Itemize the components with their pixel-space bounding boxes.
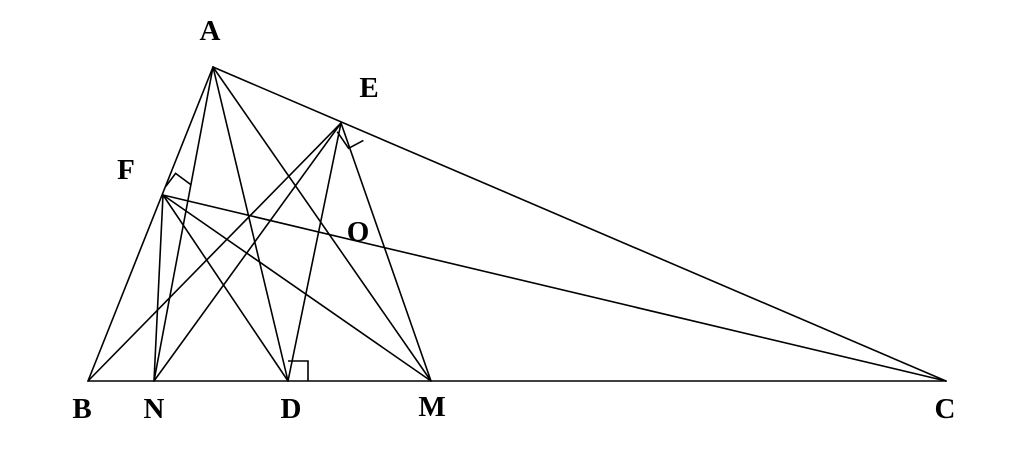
point-label-m: M — [418, 391, 445, 423]
segment-am — [212, 66, 432, 382]
right-angle-mark-e — [336, 131, 364, 150]
segment-fm — [162, 194, 432, 382]
segment-em — [340, 122, 432, 382]
point-label-c: C — [935, 393, 956, 425]
point-label-e: E — [359, 72, 378, 104]
point-labels-group: A B C D E F M N O — [72, 15, 955, 425]
right-angle-mark-f — [164, 172, 192, 188]
segments-group — [87, 66, 947, 382]
point-label-d: D — [281, 393, 302, 425]
segment-fd — [162, 194, 289, 382]
segment-ed — [287, 122, 342, 382]
right-angle-mark-d — [288, 360, 309, 381]
point-label-o: O — [347, 216, 370, 248]
segment-be — [87, 122, 342, 382]
segment-cf — [162, 194, 947, 382]
segment-ac — [212, 66, 947, 382]
segment-an — [153, 66, 214, 382]
point-label-b: B — [72, 393, 91, 425]
point-label-n: N — [144, 393, 165, 425]
right-angle-marks-group — [164, 131, 364, 381]
segment-ad — [212, 66, 289, 382]
point-label-a: A — [200, 15, 221, 47]
point-label-f: F — [117, 154, 135, 186]
segment-fn — [153, 194, 164, 382]
segment-en — [153, 122, 342, 382]
segment-ab — [87, 66, 214, 382]
